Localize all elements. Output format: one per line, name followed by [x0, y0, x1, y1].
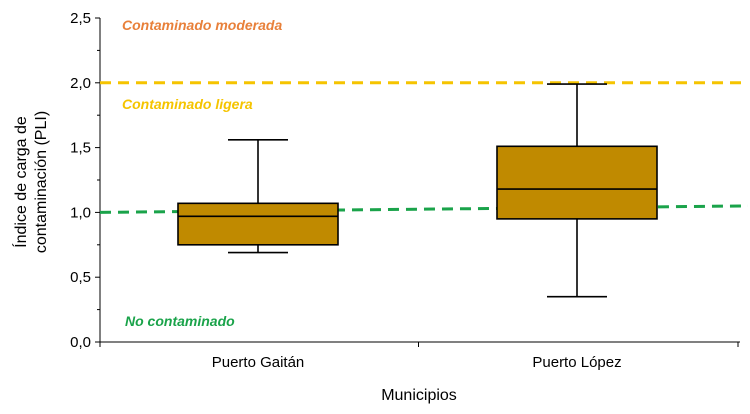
boxes: [177, 83, 658, 298]
x-tick-label: Puerto López: [532, 354, 621, 371]
y-tick-label: 1,0: [70, 204, 91, 221]
box-iqr: [177, 202, 339, 246]
y-tick-label: 0,5: [70, 269, 91, 286]
x-tick-label: Puerto Gaitán: [212, 354, 305, 371]
y-tick-label: 1,5: [70, 140, 91, 157]
y-axis-title-line: Índice de carga de: [11, 116, 30, 248]
zone-label: No contaminado: [125, 313, 235, 329]
zone-label: Contaminado moderada: [122, 17, 282, 33]
y-tick-label: 2,5: [70, 10, 91, 27]
x-axis-title: Municipios: [381, 387, 457, 404]
zone-label: Contaminado ligera: [122, 96, 253, 112]
y-tick-label: 0,0: [70, 334, 91, 351]
y-tick-label: 2,0: [70, 75, 91, 92]
box-iqr: [496, 145, 658, 220]
y-axis-title-line: contaminación (PLI): [33, 111, 50, 253]
